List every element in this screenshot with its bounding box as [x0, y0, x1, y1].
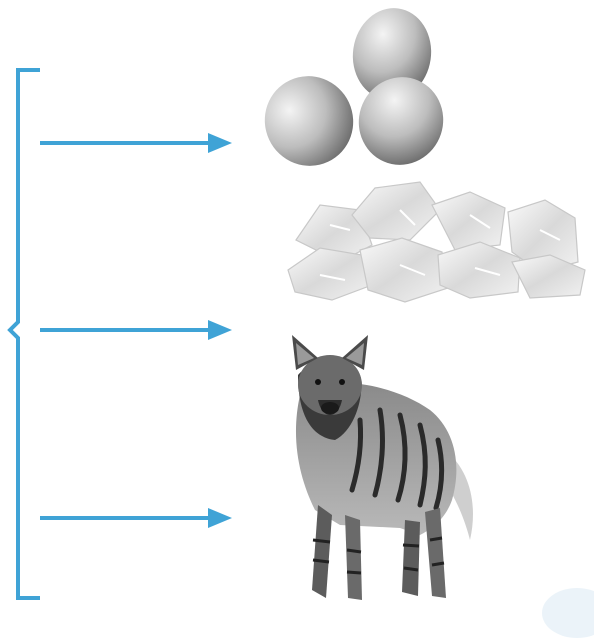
arrow-to-eggs — [40, 133, 232, 153]
decorative-corner-shape — [542, 588, 594, 638]
bracket — [10, 70, 40, 598]
arrow-to-ice — [40, 320, 232, 340]
arrow-to-hyena — [40, 508, 232, 528]
classification-diagram — [0, 0, 594, 612]
hyena-image — [292, 335, 473, 600]
ice-cubes-image — [288, 182, 585, 302]
diagram-canvas — [0, 0, 594, 612]
eggs-image — [250, 3, 454, 180]
